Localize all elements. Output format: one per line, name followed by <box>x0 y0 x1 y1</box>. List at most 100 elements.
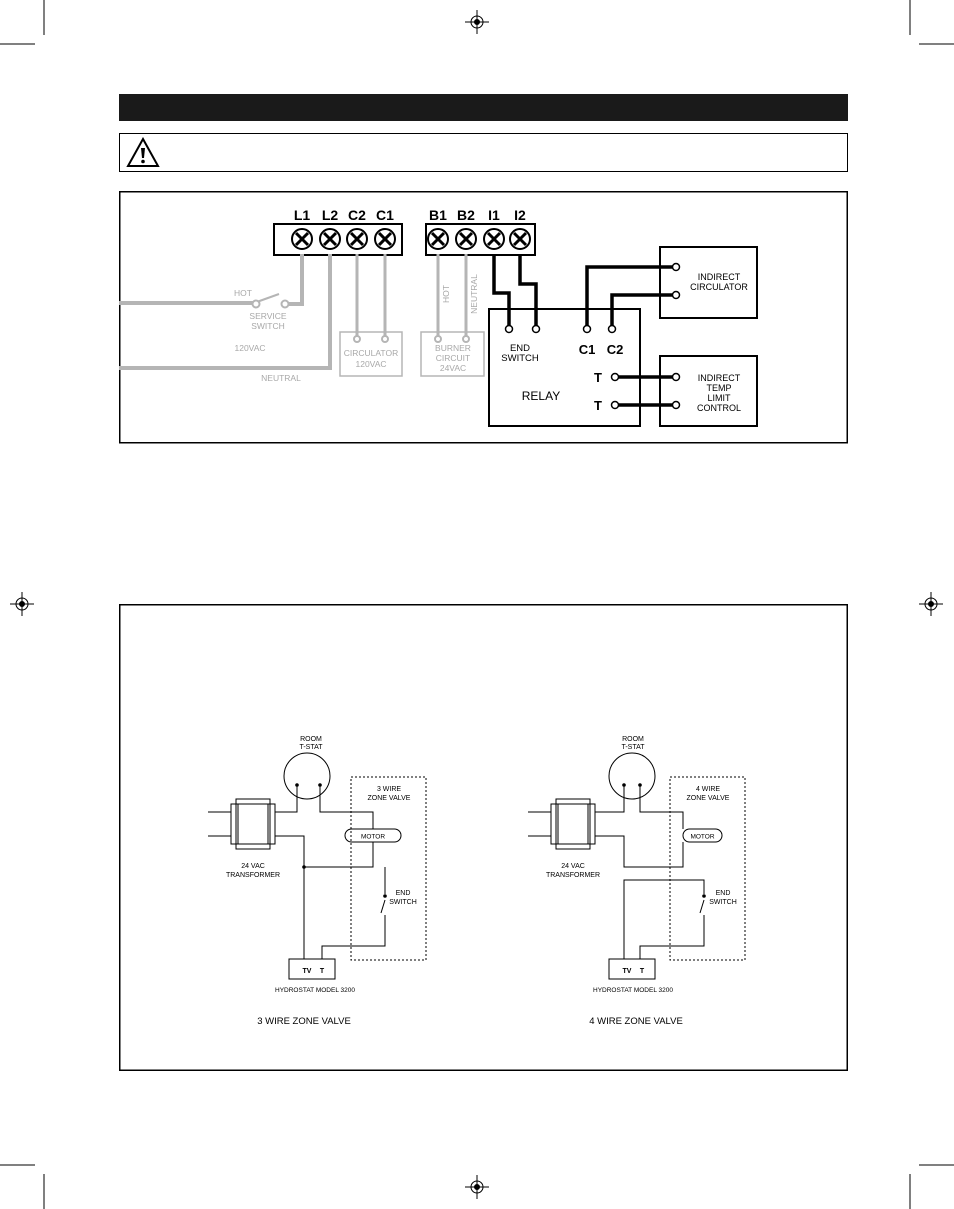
four-wire-transformer-label-2: TRANSFORMER <box>546 872 600 879</box>
registration-mark-bottom <box>465 1175 489 1199</box>
three-wire-motor-label: MOTOR <box>361 834 385 841</box>
burner-label-1: BURNER <box>435 343 471 353</box>
registration-mark-right <box>919 592 943 616</box>
motor-oval <box>682 828 723 843</box>
relay-t2-label: T <box>594 398 602 413</box>
four-wire-diagram <box>528 752 746 980</box>
indirect-temp-label-2: TEMP <box>706 383 731 393</box>
terminal-label-c2: C2 <box>348 207 366 223</box>
registration-mark-top <box>465 10 489 34</box>
service-switch-label-1: SERVICE <box>249 311 286 321</box>
terminal-label-c1: C1 <box>376 207 394 223</box>
zone-valve-dashed-box <box>350 776 427 961</box>
transformer <box>550 798 596 850</box>
burner-label-2: CIRCUIT <box>436 353 470 363</box>
indirect-temp-label-4: CONTROL <box>697 403 741 413</box>
section-header-bar <box>119 94 848 121</box>
terminal-screw-i1 <box>483 228 505 250</box>
terminal-label-b1: B1 <box>429 207 447 223</box>
three-wire-valve-label-2: ZONE VALVE <box>368 795 411 802</box>
relay-end-switch-label-1: END <box>510 343 530 354</box>
four-wire-valve-label-1: 4 WIRE <box>696 786 720 793</box>
registration-mark-left <box>10 592 34 616</box>
neutral-wire <box>119 254 332 370</box>
relay-wiring-diagram: L1 L2 C2 C1 B1 B2 I1 I2 HOT SERVICE SWIT… <box>119 191 848 444</box>
zone-valve-diagrams: ROOM T-STAT 3 WIRE ZONE VALVE MOTOR 24 V… <box>119 604 848 1071</box>
four-wire-motor-label: MOTOR <box>690 834 714 841</box>
four-wire-caption: 4 WIRE ZONE VALVE <box>589 1016 683 1027</box>
three-wire-caption: 3 WIRE ZONE VALVE <box>257 1016 351 1027</box>
terminal-screw-b1 <box>427 228 449 250</box>
terminal-screw-c1 <box>374 228 396 250</box>
four-wire-valve-label-2: ZONE VALVE <box>687 795 730 802</box>
four-wire-tv-label: TV <box>623 968 632 975</box>
three-wire-tv-label: TV <box>303 968 312 975</box>
room-tstat-circle <box>608 752 656 800</box>
room-tstat-circle <box>283 752 331 800</box>
warning-triangle-icon <box>126 137 160 167</box>
c1-circulator-wire <box>585 265 676 327</box>
terminal-label-l2: L2 <box>322 207 339 223</box>
black-wiring <box>492 254 676 407</box>
indirect-temp-label-3: LIMIT <box>707 393 731 403</box>
relay-c2-label: C2 <box>607 342 624 357</box>
indirect-temp-box <box>659 355 758 427</box>
three-wire-transformer-label-1: 24 VAC <box>241 863 265 870</box>
circulator-label-1: CIRCULATOR <box>344 348 398 358</box>
terminal-screw-b2 <box>455 228 477 250</box>
zone-valve-dashed-box <box>669 776 746 961</box>
terminal-label-i1: I1 <box>488 207 500 223</box>
indirect-temp-label-1: INDIRECT <box>698 373 741 383</box>
i2-wire <box>518 254 538 327</box>
burner-label-3: 24VAC <box>440 363 466 373</box>
four-wire-end-switch-label-1: END <box>716 890 731 897</box>
four-wire-end-switch-label-2: SWITCH <box>709 899 737 906</box>
terminal-screw-c2 <box>346 228 368 250</box>
four-wire-tstat-label-1: ROOM <box>622 736 644 743</box>
hot-vertical-label: HOT <box>441 285 451 303</box>
hydrostat-box <box>608 958 656 980</box>
three-wire-transformer-label-2: TRANSFORMER <box>226 872 280 879</box>
warning-box <box>119 133 848 172</box>
relay-c1-label: C1 <box>579 342 596 357</box>
circulator-label-2: 120VAC <box>355 359 386 369</box>
diagram-frame <box>119 191 848 444</box>
four-wire-t-label: T <box>640 968 645 975</box>
terminal-label-l1: L1 <box>294 207 311 223</box>
terminal-screw-i2 <box>509 228 531 250</box>
hot-label: HOT <box>234 288 252 298</box>
c2-circulator-wire <box>610 293 676 327</box>
three-wire-end-switch-label-2: SWITCH <box>389 899 417 906</box>
gray-wiring <box>119 254 468 370</box>
neutral-vertical-label: NEUTRAL <box>469 274 479 314</box>
vac120-label: 120VAC <box>234 343 265 353</box>
three-wire-tstat-label-1: ROOM <box>300 736 322 743</box>
burner-circuit-box <box>420 331 485 377</box>
hydrostat-box <box>288 958 336 980</box>
three-wire-t-label: T <box>320 968 325 975</box>
relay-end-switch-label-2: SWITCH <box>501 353 539 364</box>
terminal-strip-right <box>425 223 536 256</box>
four-wire-tstat-label-2: T-STAT <box>621 744 645 751</box>
three-wire-tstat-label-2: T-STAT <box>299 744 323 751</box>
four-wire-transformer-label-1: 24 VAC <box>561 863 585 870</box>
three-wire-hydrostat-label: HYDROSTAT MODEL 3200 <box>275 987 355 994</box>
relay-t1-label: T <box>594 370 602 385</box>
neutral-label: NEUTRAL <box>261 373 301 383</box>
diagram-frame <box>119 604 848 1071</box>
service-switch-label-2: SWITCH <box>251 321 285 331</box>
l1-wire <box>285 254 304 306</box>
relay-label: RELAY <box>522 389 560 403</box>
four-wire-hydrostat-label: HYDROSTAT MODEL 3200 <box>593 987 673 994</box>
terminal-label-b2: B2 <box>457 207 475 223</box>
indirect-circulator-label-1: INDIRECT <box>698 272 741 282</box>
i1-wire <box>492 254 511 327</box>
three-wire-valve-label-1: 3 WIRE <box>377 786 401 793</box>
indirect-circulator-box <box>659 246 758 319</box>
terminal-strip-left <box>273 223 403 256</box>
terminal-screw-l2 <box>319 228 341 250</box>
transformer <box>230 798 276 850</box>
indirect-circulator-label-2: CIRCULATOR <box>690 282 748 292</box>
terminal-label-i2: I2 <box>514 207 526 223</box>
